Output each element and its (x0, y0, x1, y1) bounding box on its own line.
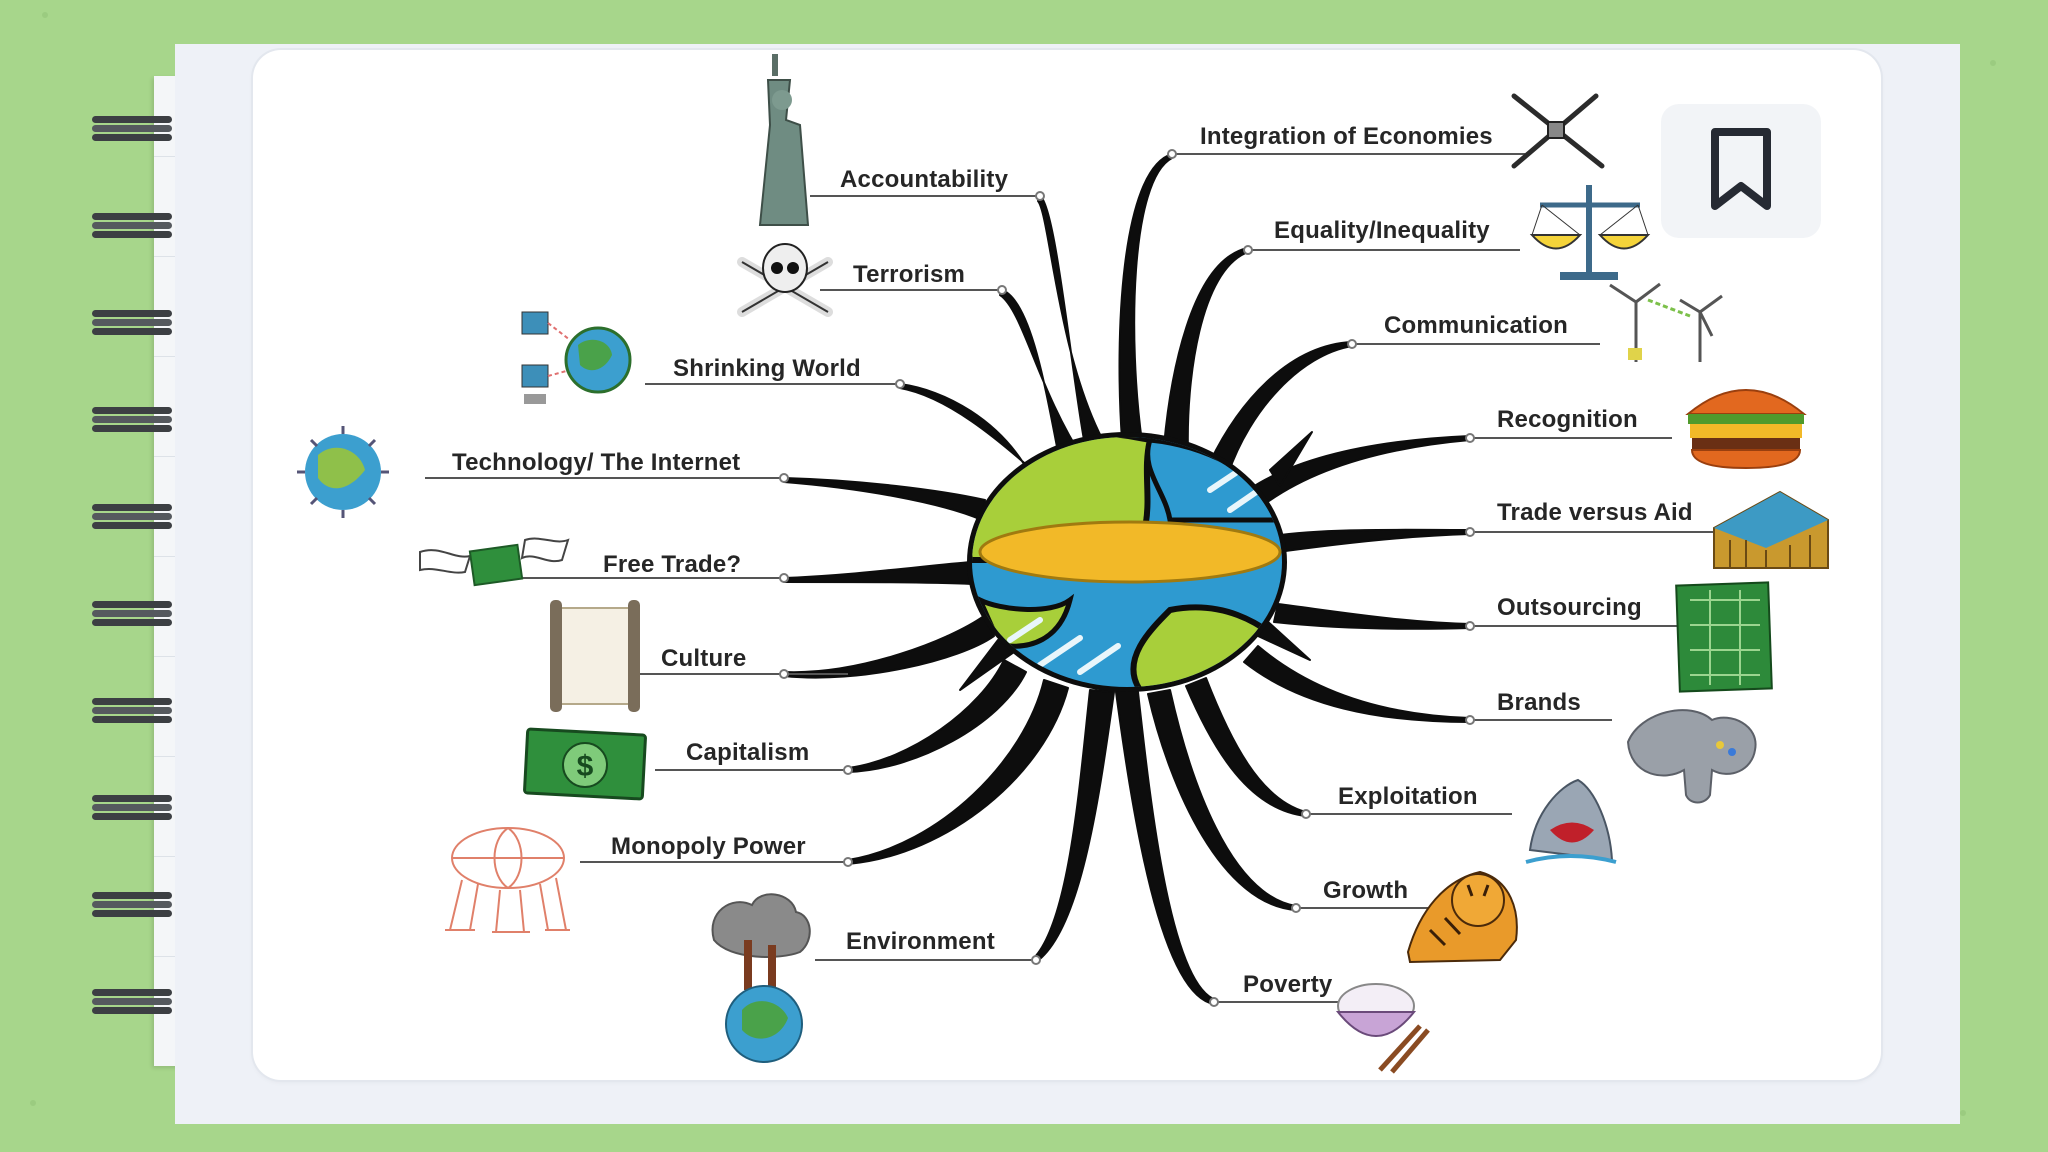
scroll-icon (550, 600, 640, 712)
networked-globe-icon (521, 311, 632, 404)
branch-label-poverty: Poverty (1243, 971, 1333, 998)
circuit-board-icon (1675, 581, 1773, 693)
branch-label-monopoly-power: Monopoly Power (611, 833, 806, 860)
branch-label-communication: Communication (1384, 312, 1568, 339)
branch-integration (1118, 153, 1173, 443)
people-holding-globe-icon (445, 827, 570, 933)
spiral-ring (92, 795, 172, 821)
building-icon (1713, 490, 1829, 569)
branch-culture (783, 615, 995, 679)
game-controller-icon (1626, 709, 1757, 804)
branch-terrorism (999, 289, 1085, 461)
background-dot (1960, 1110, 1966, 1116)
background-dot (42, 12, 48, 18)
branch-label-growth: Growth (1323, 877, 1409, 904)
satellite-icon (1511, 93, 1605, 169)
branch-free-trade (783, 561, 973, 585)
branch-label-culture: Culture (661, 645, 747, 672)
branch-label-capitalism: Capitalism (686, 739, 810, 766)
branch-brands (1243, 645, 1471, 723)
balance-scale-icon (1529, 185, 1651, 280)
branch-capitalism (847, 659, 1027, 773)
tiger-icon (1406, 870, 1518, 964)
branch-label-equality: Equality/Inequality (1274, 217, 1490, 244)
spiky-globe-icon (297, 426, 389, 518)
branch-exploitation (1185, 677, 1307, 817)
shark-icon (1525, 778, 1617, 864)
branch-label-integration: Integration of Economies (1200, 123, 1493, 150)
dollar-bill-icon: $ (523, 727, 647, 801)
skull-crossbones-icon (737, 243, 833, 317)
branch-trade-vs-aid (1271, 528, 1471, 553)
statue-of-liberty-icon (758, 54, 810, 226)
background-dot (30, 1100, 36, 1106)
spiral-ring (92, 892, 172, 918)
polluted-earth-icon (711, 893, 811, 1063)
rice-bowl-icon (1335, 983, 1430, 1074)
branch-label-brands: Brands (1497, 689, 1581, 716)
spiral-ring (92, 698, 172, 724)
branch-spike (1269, 431, 1313, 487)
branch-accountability (1037, 195, 1107, 447)
branch-label-exploitation: Exploitation (1338, 783, 1478, 810)
spiral-ring (92, 989, 172, 1015)
bookmark-button[interactable] (1661, 104, 1821, 238)
branch-technology (783, 477, 986, 521)
branch-label-technology: Technology/ The Internet (452, 449, 741, 476)
branch-outsourcing (1273, 603, 1471, 630)
branch-label-terrorism: Terrorism (853, 261, 966, 288)
spiral-ring (92, 601, 172, 627)
wind-turbines-icon (1609, 282, 1723, 362)
svg-text:$: $ (577, 750, 594, 783)
spiral-ring (92, 504, 172, 530)
branch-label-accountability: Accountability (840, 166, 1009, 193)
branch-label-trade-vs-aid: Trade versus Aid (1497, 499, 1693, 526)
branch-label-environment: Environment (846, 928, 995, 955)
spiral-ring (92, 310, 172, 336)
hamburger-icon (1685, 389, 1807, 470)
spiral-ring (92, 213, 172, 239)
background-dot (1990, 60, 1996, 66)
branch-label-shrinking-world: Shrinking World (673, 355, 861, 382)
branch-label-free-trade: Free Trade? (603, 551, 742, 578)
branch-monopoly-power (847, 679, 1069, 865)
spiral-ring (92, 407, 172, 433)
bookmark-icon (1711, 128, 1771, 210)
flying-money-icon (419, 537, 570, 587)
branch-label-outsourcing: Outsourcing (1497, 594, 1642, 621)
branch-label-recognition: Recognition (1497, 406, 1638, 433)
spiral-ring (92, 116, 172, 142)
